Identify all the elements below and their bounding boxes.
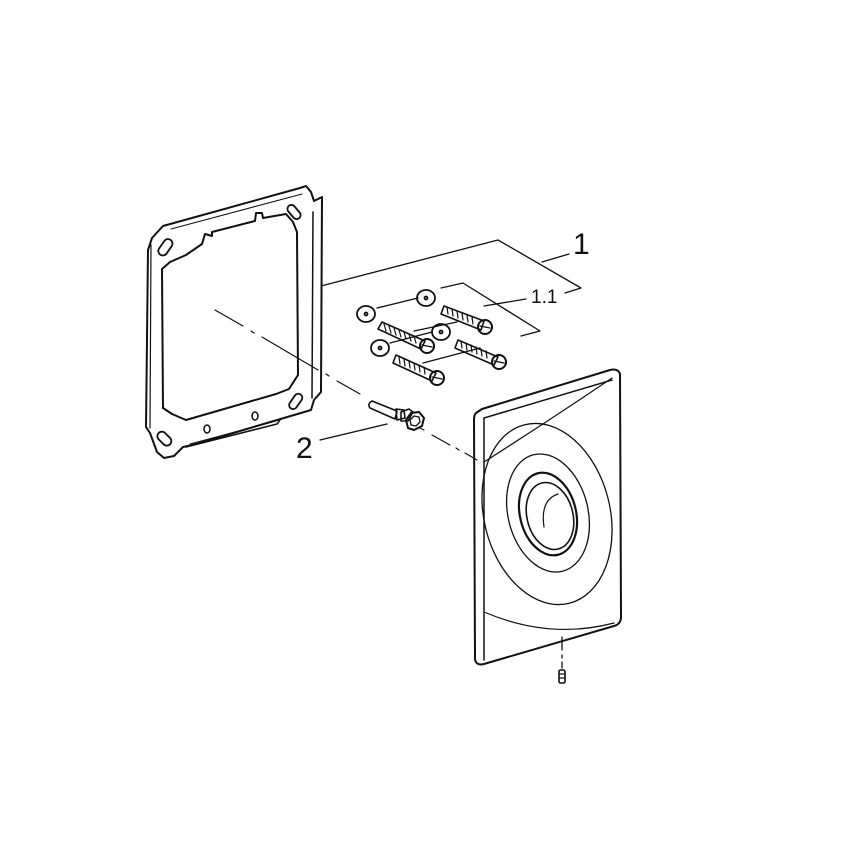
set-screw [558, 636, 566, 684]
washers [356, 289, 451, 357]
actuator-spindle [368, 400, 425, 431]
mounting-frame [145, 185, 323, 459]
callout-leaders [319, 239, 582, 441]
screws [377, 305, 507, 386]
callout-label-2: 2 [296, 432, 313, 465]
cover-plate [473, 368, 622, 666]
callout-label-1-1: 1.1 [531, 287, 558, 308]
callout-label-1: 1 [573, 228, 590, 261]
